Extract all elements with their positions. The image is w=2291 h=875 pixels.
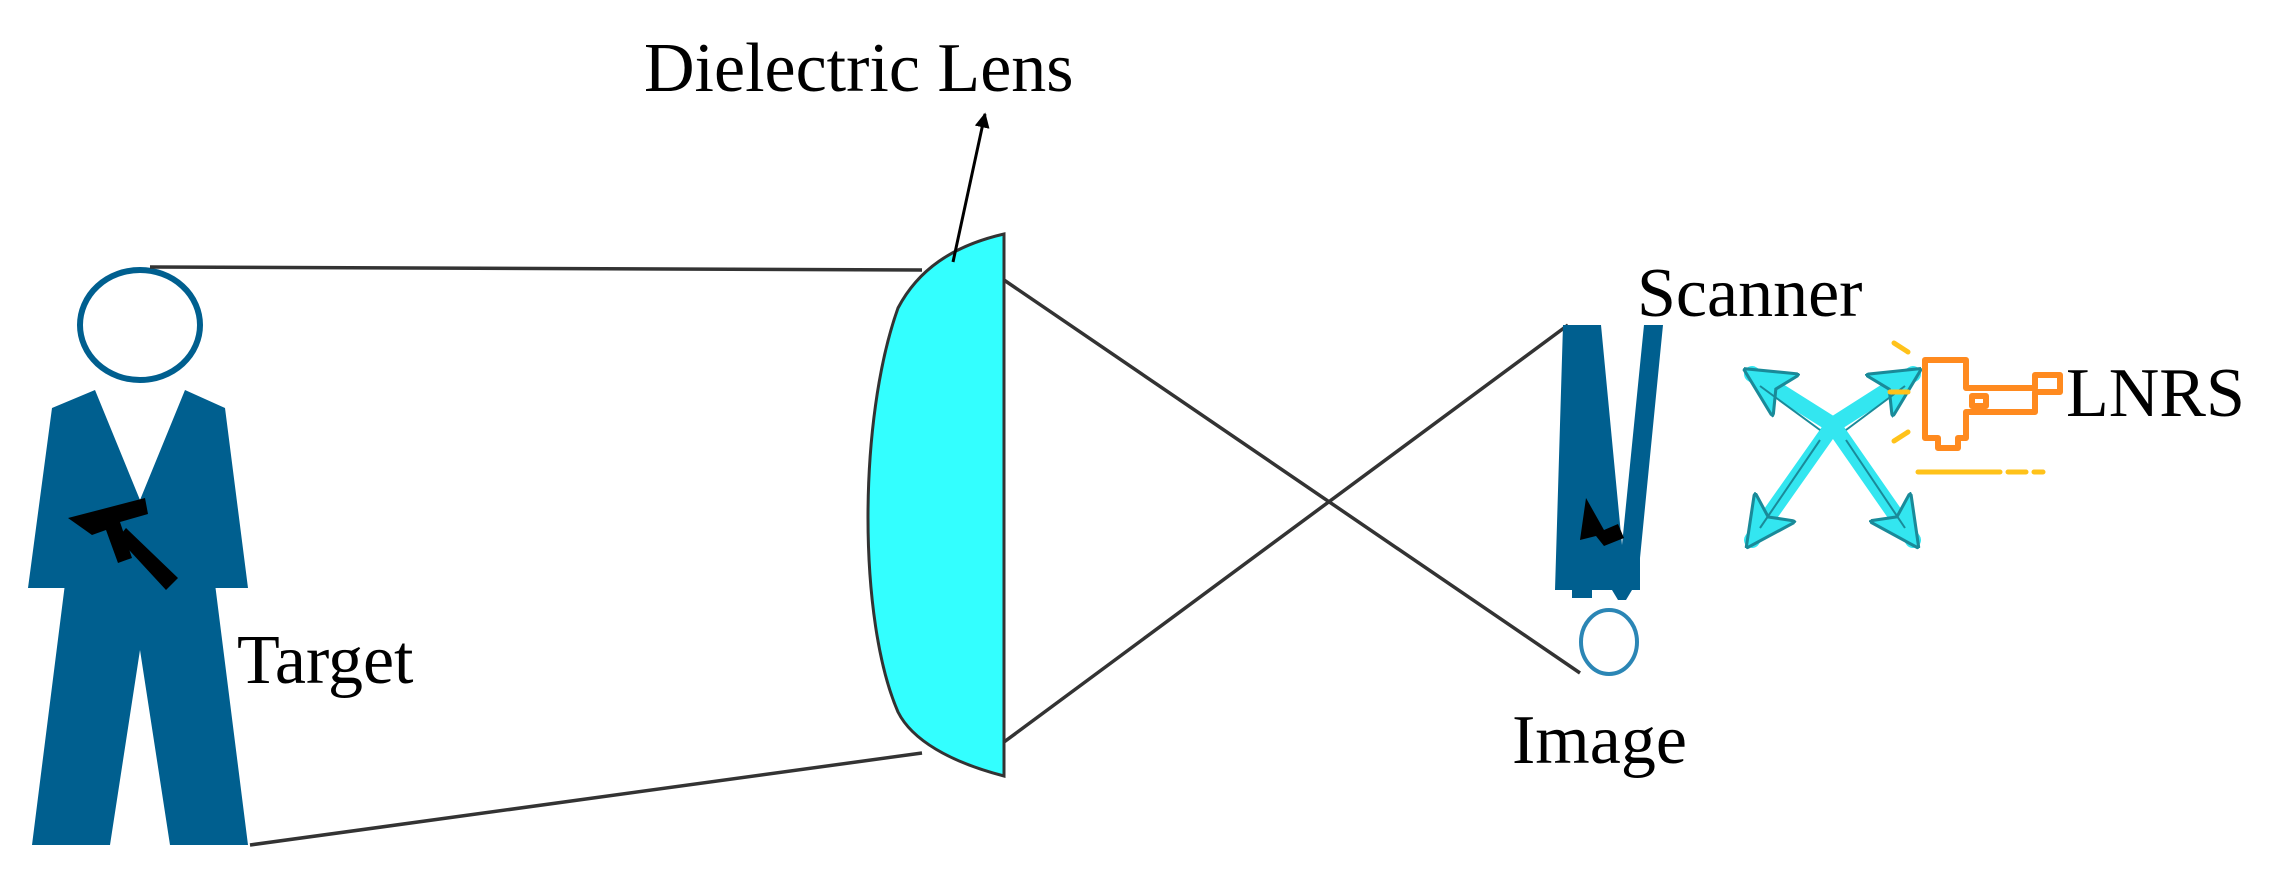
inverted-image	[1555, 325, 1663, 676]
scanner-label: Scanner	[1637, 255, 1862, 332]
ray-lens-top-cross	[1003, 278, 1581, 675]
handgun-icon	[68, 498, 178, 590]
target-collar	[104, 386, 176, 470]
image-body	[1555, 325, 1663, 600]
ray-lens-bottom-cross	[1002, 323, 1570, 744]
dielectric-lens	[866, 232, 1006, 778]
ray-feet-to-lens	[249, 751, 923, 847]
image-head	[1579, 608, 1639, 676]
image-lower	[1572, 548, 1592, 598]
target-label: Target	[237, 622, 414, 699]
image-label: Image	[1512, 702, 1687, 779]
lnrs-label: LNRS	[2066, 355, 2245, 432]
image-handgun-icon	[1580, 498, 1624, 546]
target-body	[28, 390, 248, 845]
lnrs-icon	[1922, 357, 2063, 451]
target-head	[77, 267, 203, 383]
lnrs-emission-icon	[1887, 340, 2046, 475]
ray-head-to-lens	[149, 265, 923, 272]
optical-rays	[149, 265, 1581, 847]
lens-label-arrow	[951, 112, 990, 263]
lens-label: Dielectric Lens	[644, 30, 1074, 107]
target-person	[28, 267, 248, 845]
